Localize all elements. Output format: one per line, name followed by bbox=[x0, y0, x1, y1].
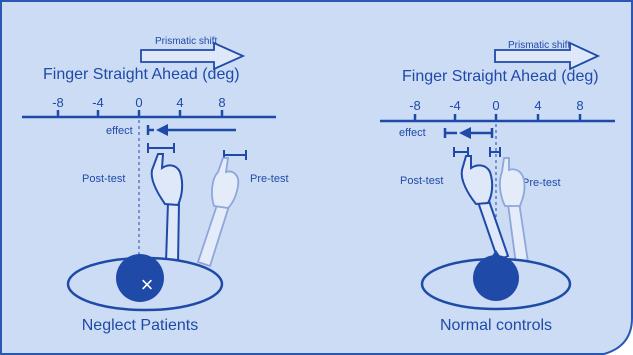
tick-label: 8 bbox=[576, 98, 583, 113]
axis-title: Finger Straight Ahead (deg) bbox=[43, 66, 240, 83]
tick-label: 0 bbox=[492, 98, 499, 113]
head bbox=[473, 255, 519, 301]
tick-label: 4 bbox=[534, 98, 541, 113]
prismatic-shift-label: Prismatic shift bbox=[508, 40, 570, 51]
panel-caption: Normal controls bbox=[440, 317, 552, 334]
effect-label: effect bbox=[399, 127, 426, 139]
post-test-label: Post-test bbox=[82, 173, 125, 185]
prismatic-shift-label: Prismatic shift bbox=[155, 36, 217, 47]
pre-test-label: Pre-test bbox=[522, 177, 561, 189]
tick-label: -8 bbox=[409, 98, 421, 113]
panel-caption: Neglect Patients bbox=[82, 317, 199, 334]
effect-label: effect bbox=[106, 125, 133, 137]
tick-label: 8 bbox=[218, 95, 225, 110]
tick-label: -8 bbox=[52, 95, 64, 110]
tick-label: 4 bbox=[176, 95, 183, 110]
tick-label: 0 bbox=[135, 95, 142, 110]
pre-test-label: Pre-test bbox=[250, 173, 289, 185]
head-mark: × bbox=[141, 272, 154, 297]
axis-title: Finger Straight Ahead (deg) bbox=[402, 68, 599, 85]
tick-label: -4 bbox=[92, 95, 104, 110]
post-test-label: Post-test bbox=[400, 175, 443, 187]
tick-label: -4 bbox=[449, 98, 461, 113]
